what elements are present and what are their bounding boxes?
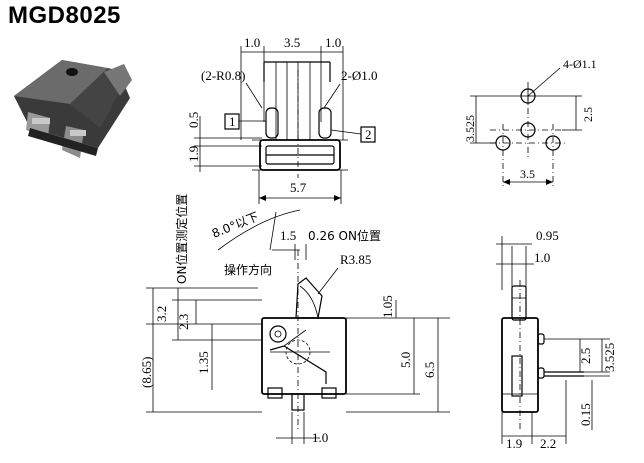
terminal-1-box <box>224 113 240 130</box>
dim-5-0: 5.0 <box>398 352 413 368</box>
top-view: 1.0 3.5 1.0 (2-R0.8) 2-Ø1.0 1 2 <box>186 35 377 204</box>
terminal-2-box <box>360 126 376 143</box>
dim-1-9: 1.9 <box>186 146 201 162</box>
dim-3-2: 3.2 <box>154 306 169 322</box>
dim-1-05: 1.05 <box>380 295 395 318</box>
dim-1-0-bottom: 1.0 <box>312 430 328 445</box>
front-view: 8.0°以下 ON位置测定位置 1.5 0.26 ON位置 操作方向 R3.85 <box>139 194 450 445</box>
footprint-holes-note: 4-Ø1.1 <box>563 57 597 71</box>
side-dim-1-0: 1.0 <box>534 250 550 265</box>
side-dim-1-9: 1.9 <box>506 436 522 451</box>
angle-note: 8.0°以下 <box>210 209 261 240</box>
page-title: MGD8025 <box>8 2 121 29</box>
side-dim-2-2: 2.2 <box>540 436 556 451</box>
radius-note: (2-R0.8) <box>201 68 245 83</box>
dim-5-7: 5.7 <box>290 180 307 195</box>
on-measurement-note: ON位置测定位置 <box>174 194 189 284</box>
side-dim-0-15: 0.15 <box>578 403 593 426</box>
dim-top-right: 1.0 <box>325 35 341 50</box>
operation-direction: 操作方向 <box>224 262 272 277</box>
dim-top-left: 1.0 <box>244 35 260 50</box>
side-view: 0.95 1.0 2.5 3.525 0.15 <box>496 228 617 451</box>
dim-8-65: (8.65) <box>139 357 154 388</box>
side-dim-2-5: 2.5 <box>578 348 593 364</box>
radius-r3-85: R3.85 <box>340 252 371 267</box>
footprint-dim-2-5: 2.5 <box>581 107 595 122</box>
dim-top-center: 3.5 <box>284 35 300 50</box>
terminal-2-label: 2 <box>365 127 372 142</box>
dim-1-5: 1.5 <box>280 228 296 243</box>
dim-1-35: 1.35 <box>196 351 211 374</box>
side-dim-0-95: 0.95 <box>536 228 559 243</box>
product-photo <box>14 60 132 158</box>
dim-6-5: 6.5 <box>422 362 437 378</box>
on-position-note: 0.26 ON位置 <box>308 228 381 243</box>
terminal-1-label: 1 <box>229 114 236 129</box>
side-dim-3-525: 3.525 <box>602 343 617 372</box>
footprint-view: 4-Ø1.1 3.525 2.5 <box>463 57 597 186</box>
footprint-dim-3-525: 3.525 <box>463 115 477 142</box>
hole-note: 2-Ø1.0 <box>341 68 377 83</box>
footprint-dim-3-5: 3.5 <box>520 167 535 181</box>
dim-2-3: 2.3 <box>176 314 191 330</box>
dim-0-5: 0.5 <box>186 112 201 128</box>
